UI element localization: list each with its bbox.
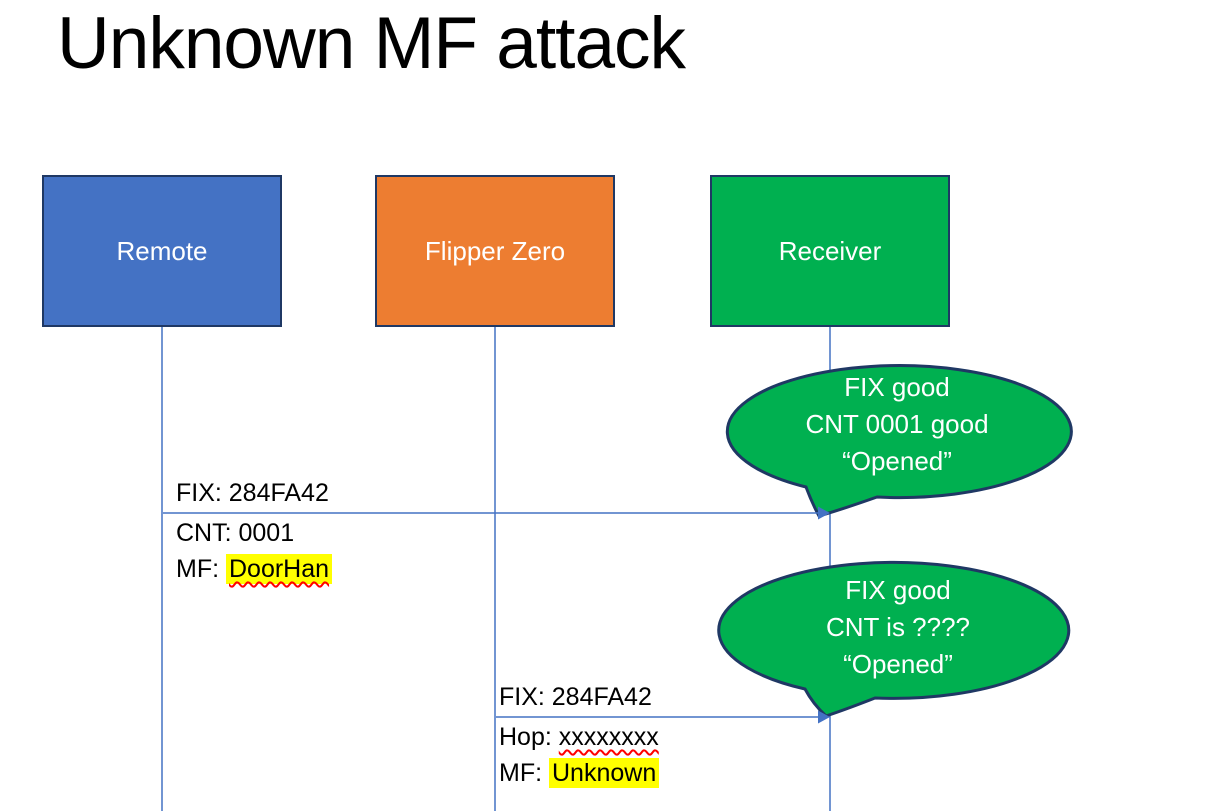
message2-fix-label: FIX: 284FA42 [499, 683, 652, 711]
bubble1-line2: CNT 0001 good [805, 409, 989, 439]
message2-hop-prefix: Hop: [499, 723, 559, 751]
actor-box-flipper-zero: Flipper Zero [375, 175, 615, 327]
message1-fix-label: FIX: 284FA42 [176, 479, 329, 507]
arrowhead-remote-to-receiver [818, 506, 830, 520]
speech-bubble-1 [725, 364, 1073, 518]
message2-hop-value-misspelled: xxxxxxxx [558, 723, 659, 751]
arrowhead-flipper-to-receiver [818, 710, 830, 724]
actor-label-remote: Remote [116, 235, 208, 266]
bubble1-line1: FIX good [844, 372, 950, 402]
bubble2-line3: “Opened” [843, 649, 953, 679]
actor-label-flipper-zero: Flipper Zero [424, 235, 566, 266]
speech-bubble-1-text: FIX good CNT 0001 good “Opened” [722, 369, 1072, 480]
bubble2-line1: FIX good [845, 575, 951, 605]
actor-label-receiver: Receiver [778, 235, 882, 266]
message2-hop-label: Hop: xxxxxxxx [499, 722, 659, 752]
actor-box-receiver: Receiver [710, 175, 950, 327]
message1-mf-prefix: MF: [176, 555, 226, 583]
actor-box-remote: Remote [42, 175, 282, 327]
message2-mf-label: MF: Unknown [499, 758, 660, 788]
message2-mf-prefix: MF: [499, 759, 549, 787]
slide-title: Unknown MF attack [57, 3, 686, 84]
speech-bubble-2 [717, 560, 1071, 718]
message1-mf-value-highlighted: DoorHan [226, 554, 333, 584]
bubble2-line2: CNT is ???? [825, 612, 971, 642]
bubble1-line3: “Opened” [842, 446, 952, 476]
message1-cnt-label: CNT: 0001 [176, 519, 295, 547]
speech-bubble-2-text: FIX good CNT is ???? “Opened” [723, 572, 1073, 683]
message2-mf-value-highlighted: Unknown [549, 758, 660, 788]
message1-mf-label: MF: DoorHan [176, 554, 333, 584]
